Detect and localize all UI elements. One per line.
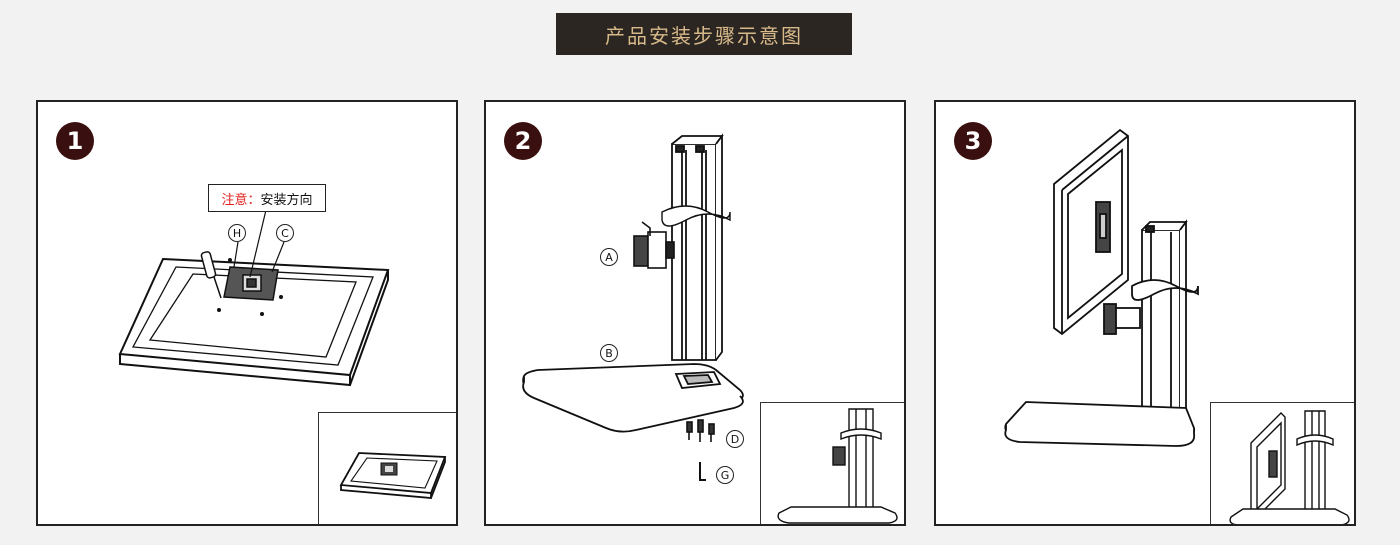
inset-monitor-illustration bbox=[339, 452, 447, 499]
step-number-badge: 2 bbox=[504, 122, 542, 160]
installation-note: 注意： 安装方向 bbox=[208, 184, 326, 212]
page-title: 产品安装步骤示意图 bbox=[556, 13, 852, 55]
part-label-a: A bbox=[600, 248, 618, 266]
step-2-inset bbox=[760, 402, 904, 524]
inset-assembled-illustration bbox=[1229, 410, 1350, 524]
note-text: 安装方向 bbox=[260, 192, 313, 208]
part-label-c: C bbox=[276, 224, 294, 242]
part-label-b: B bbox=[600, 344, 618, 362]
monitor-back-illustration bbox=[118, 209, 390, 387]
step-1-inset bbox=[318, 412, 456, 524]
step-2-panel: 2 A B D G bbox=[484, 100, 906, 526]
part-label-d: D bbox=[726, 430, 744, 448]
step-3-inset bbox=[1210, 402, 1354, 524]
step-3-panel: 3 bbox=[934, 100, 1356, 526]
assembled-monitor-illustration bbox=[1004, 128, 1199, 447]
step-number-badge: 1 bbox=[56, 122, 94, 160]
step-number-badge: 3 bbox=[954, 122, 992, 160]
stand-parts-illustration bbox=[522, 133, 744, 481]
inset-stand-illustration bbox=[777, 408, 898, 524]
step-1-panel: 1 注意： 安装方向 H C bbox=[36, 100, 458, 526]
note-prefix: 注意： bbox=[221, 192, 261, 208]
part-label-h: H bbox=[228, 224, 246, 242]
part-label-g: G bbox=[716, 466, 734, 484]
